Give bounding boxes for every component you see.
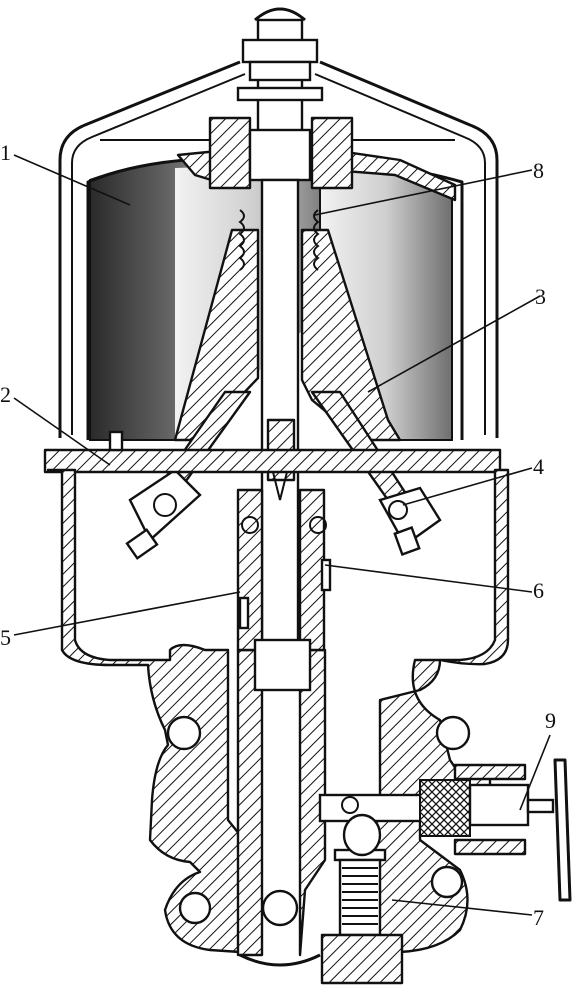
outer-cover <box>58 60 499 438</box>
housing-body <box>46 468 510 967</box>
leader-lines <box>13 154 551 916</box>
callout-label-7: 7 <box>533 905 544 930</box>
outer-cover-inner-line <box>71 73 486 435</box>
base-flange <box>43 448 502 474</box>
callout-label-3: 3 <box>535 284 546 309</box>
callout-label-5: 5 <box>0 625 11 650</box>
callout-label-2: 2 <box>0 382 11 407</box>
nozzle-right <box>378 486 442 556</box>
bearing-sleeve <box>236 488 332 692</box>
callout-label-1: 1 <box>0 140 11 165</box>
callout-label-9: 9 <box>545 708 556 733</box>
bypass-spring <box>320 813 404 985</box>
flange-boss <box>108 430 124 452</box>
callout-label-6: 6 <box>533 578 544 603</box>
nozzle-left <box>125 468 202 560</box>
callout-label-4: 4 <box>533 454 544 479</box>
callout-label-8: 8 <box>533 158 544 183</box>
valve-assembly <box>318 758 572 902</box>
